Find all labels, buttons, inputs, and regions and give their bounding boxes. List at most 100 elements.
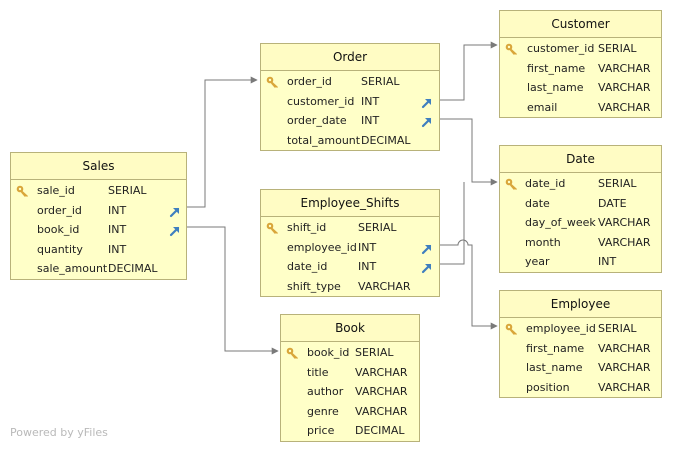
field-name: order_id: [287, 75, 332, 88]
field-type: VARCHAR: [598, 81, 651, 94]
primary-key-icon: [505, 42, 519, 55]
primary-key-icon: [505, 322, 519, 335]
field-type: DECIMAL: [361, 133, 411, 147]
entity-title: Customer: [500, 11, 661, 38]
edge-sales-order: [186, 76, 258, 208]
field-name: quantity: [37, 242, 83, 256]
field-name: date_id: [287, 260, 328, 273]
field-type: DECIMAL: [108, 262, 158, 275]
field-type: VARCHAR: [598, 361, 651, 374]
field-type: INT: [598, 255, 617, 268]
field-name: last_name: [526, 361, 583, 374]
field-type: INT: [108, 223, 127, 236]
field-row[interactable]: customer_id INT: [261, 92, 439, 112]
field-name: last_name: [527, 81, 584, 94]
field-name: shift_id: [287, 221, 327, 234]
field-name: book_id: [37, 223, 80, 236]
field-type: DATE: [598, 196, 627, 210]
field-type: SERIAL: [355, 346, 394, 359]
field-name: total_amount: [287, 133, 361, 147]
foreign-key-icon: [421, 96, 433, 108]
field-type: DECIMAL: [355, 424, 405, 437]
field-name: first_name: [526, 341, 585, 355]
foreign-key-icon: [169, 224, 181, 237]
field-row[interactable]: author VARCHAR: [281, 382, 419, 402]
edge-order-date: [439, 118, 498, 186]
field-row[interactable]: order_date INT: [261, 111, 439, 131]
field-name: day_of_week: [525, 216, 596, 229]
field-type: VARCHAR: [598, 61, 651, 75]
edge-shifts-date: [439, 182, 465, 265]
field-name: customer_id: [527, 42, 595, 55]
edge-sales-book: [186, 226, 279, 355]
entity-title: Order: [261, 44, 439, 71]
entity-title: Date: [500, 146, 661, 173]
entity-title: Sales: [11, 153, 186, 180]
field-type: INT: [358, 240, 377, 254]
foreign-key-icon: [421, 115, 433, 128]
field-row[interactable]: shift_type VARCHAR: [261, 277, 439, 297]
field-type: INT: [361, 94, 380, 108]
field-type: VARCHAR: [598, 380, 651, 394]
field-type: SERIAL: [108, 184, 147, 197]
field-row[interactable]: last_name VARCHAR: [500, 358, 661, 378]
field-row[interactable]: last_name VARCHAR: [500, 78, 661, 98]
primary-key-icon: [286, 346, 300, 359]
field-row[interactable]: book_id INT: [11, 220, 186, 240]
field-name: genre: [307, 404, 339, 418]
field-type: VARCHAR: [598, 216, 651, 229]
field-type: INT: [361, 114, 380, 127]
field-name: employee_id: [287, 240, 357, 254]
field-name: employee_id: [526, 322, 596, 335]
field-type: VARCHAR: [355, 404, 408, 418]
watermark: Powered by yFiles: [10, 426, 108, 439]
field-name: date_id: [525, 177, 566, 190]
field-name: price: [307, 424, 335, 437]
entity-title: Employee_Shifts: [261, 190, 439, 217]
field-type: SERIAL: [598, 42, 637, 55]
entity-title: Employee: [500, 291, 661, 318]
field-name: order_date: [287, 114, 347, 127]
field-row[interactable]: genre VARCHAR: [281, 402, 419, 422]
field-name: order_id: [37, 203, 82, 217]
field-row[interactable]: position VARCHAR: [500, 378, 661, 398]
field-name: position: [526, 380, 570, 394]
field-row[interactable]: price DECIMAL: [281, 421, 419, 441]
field-name: year: [525, 255, 550, 268]
field-row[interactable]: year INT: [500, 252, 661, 272]
field-type: VARCHAR: [355, 385, 408, 398]
field-name: customer_id: [287, 94, 355, 108]
field-name: shift_type: [287, 279, 341, 293]
field-type: VARCHAR: [358, 279, 411, 293]
field-name: author: [307, 385, 344, 398]
primary-key-icon: [266, 75, 280, 88]
